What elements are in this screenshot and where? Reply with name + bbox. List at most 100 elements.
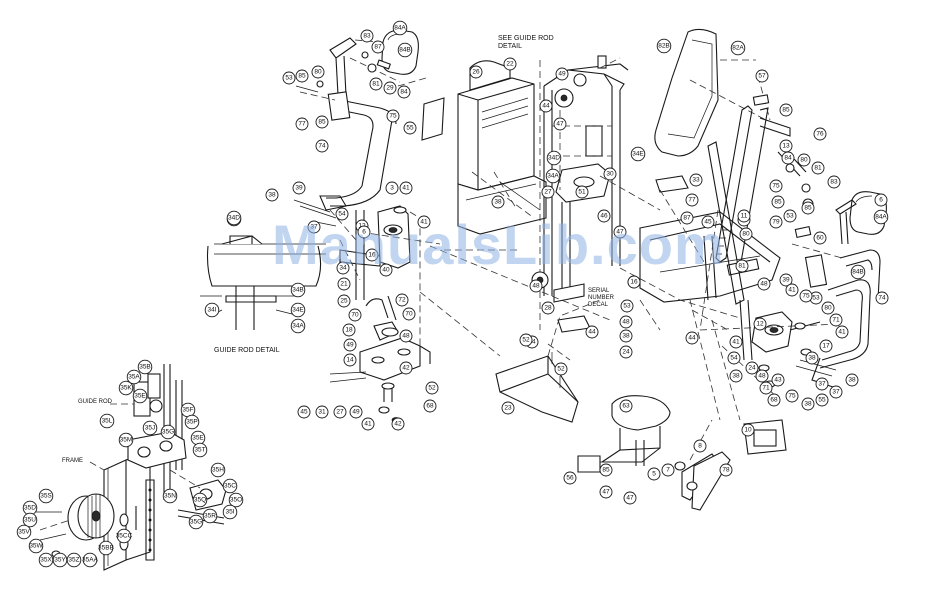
part-callout-label: 34 [339, 265, 347, 272]
part-callout-circle [126, 369, 142, 385]
part-callout-circle [16, 524, 32, 540]
part-callout-label: 7 [666, 467, 670, 474]
part-callout-label: 84A [875, 214, 887, 221]
part-callout: 81 [735, 259, 749, 273]
part-callout-label: 81 [372, 81, 380, 88]
part-callout-circle [210, 462, 226, 478]
part-callout-label: 35BB [98, 545, 114, 552]
part-callout-circle [402, 307, 416, 321]
part-callout-circle [585, 325, 599, 339]
part-callout: 47 [553, 117, 567, 131]
part-callout-circle [799, 289, 813, 303]
part-callout: 47 [599, 485, 613, 499]
part-callout: 84A [873, 209, 889, 225]
part-callout: 3 [385, 181, 399, 195]
part-callout: 38 [729, 369, 743, 383]
part-callout: 40 [379, 263, 393, 277]
part-callout-label: 35G [190, 519, 202, 526]
part-callout: 49 [555, 67, 569, 81]
part-callout-circle [290, 282, 306, 298]
part-callout-circle [545, 168, 561, 184]
part-callout: 41 [729, 335, 743, 349]
part-callout-label: 71 [762, 385, 770, 392]
part-callout-circle [623, 491, 637, 505]
part-callout-label: 79 [772, 219, 780, 226]
part-callout: 84 [781, 151, 795, 165]
part-callout-label: 52 [557, 366, 565, 373]
part-callout: 34E [630, 146, 646, 162]
part-callout-label: 30 [606, 171, 614, 178]
part-callout-circle [204, 302, 220, 318]
part-callout: 11 [737, 209, 751, 223]
watermark-text: ManualsLib.com [272, 213, 725, 276]
part-callout-circle [369, 77, 383, 91]
part-callout-label: 31 [318, 409, 326, 416]
part-callout-circle [160, 424, 176, 440]
part-callout-label: 28 [544, 305, 552, 312]
part-callout: 35F [180, 402, 196, 418]
part-callout: 6 [357, 225, 371, 239]
part-callout-circle [399, 181, 413, 195]
part-callout: 37 [307, 220, 321, 234]
part-callout-circle [315, 405, 329, 419]
part-callout: 27 [541, 185, 555, 199]
part-callout-circle [730, 40, 746, 56]
part-callout: 87 [371, 40, 385, 54]
part-callout-circle [599, 463, 613, 477]
part-callout-label: 12 [756, 321, 764, 328]
part-callout: 21 [337, 277, 351, 291]
back-pad [654, 28, 767, 157]
part-callout: 85 [771, 195, 785, 209]
part-callout: 54 [335, 207, 349, 221]
part-callout-label: 44 [688, 335, 696, 342]
part-callout: 53 [282, 71, 296, 85]
serial-decal-line2: NUMBER [588, 295, 615, 301]
part-callout: 47 [613, 225, 627, 239]
guide-rod-detail-caption: GUIDE ROD DETAIL [214, 347, 280, 354]
part-callout-circle [162, 488, 178, 504]
part-callout-label: 3 [390, 185, 394, 192]
serial-decal-line1: SERIAL [588, 288, 610, 294]
part-callout-circle [783, 209, 797, 223]
part-callout-circle [874, 193, 888, 207]
part-callout-label: 82A [732, 45, 744, 52]
part-callout-label: 6 [879, 197, 883, 204]
part-callout-circle [66, 552, 82, 568]
part-callout: 74 [875, 291, 889, 305]
part-callout: 12 [753, 317, 767, 331]
part-callout-label: 56 [566, 475, 574, 482]
part-callout-label: 41 [420, 219, 428, 226]
part-callout-label: 10 [744, 427, 752, 434]
part-callout-label: 35B [139, 364, 151, 371]
part-callout-label: 41 [838, 329, 846, 336]
part-callout-label: 54 [730, 355, 738, 362]
part-callout: 48 [619, 315, 633, 329]
part-callout-label: 35E [134, 393, 146, 400]
part-callout-label: 33 [692, 177, 700, 184]
part-callout-label: 16 [630, 279, 638, 286]
part-callout: 22 [503, 57, 517, 71]
part-callout: 57 [755, 69, 769, 83]
part-callout-label: 87 [374, 44, 382, 51]
part-callout-circle [813, 231, 827, 245]
part-callout-label: 34D [228, 215, 240, 222]
part-callout-circle [118, 380, 134, 396]
part-callout-circle [701, 215, 715, 229]
part-callout-label: 53 [786, 213, 794, 220]
part-callout-circle [597, 209, 611, 223]
part-callout: 41 [835, 325, 849, 339]
part-callout: 38 [619, 329, 633, 343]
part-callout-circle [785, 389, 799, 403]
part-callout-label: 41 [788, 287, 796, 294]
part-callout: 14 [343, 353, 357, 367]
part-callout-circle [315, 115, 329, 129]
part-callout: 23 [501, 401, 515, 415]
part-callout-label: 5 [652, 471, 656, 478]
part-callout: 35J [142, 420, 158, 436]
part-callout-circle [315, 139, 329, 153]
part-callout: 38 [801, 397, 815, 411]
part-callout: 35V [16, 524, 32, 540]
part-callout: 30 [603, 167, 617, 181]
part-callout-circle [336, 261, 350, 275]
